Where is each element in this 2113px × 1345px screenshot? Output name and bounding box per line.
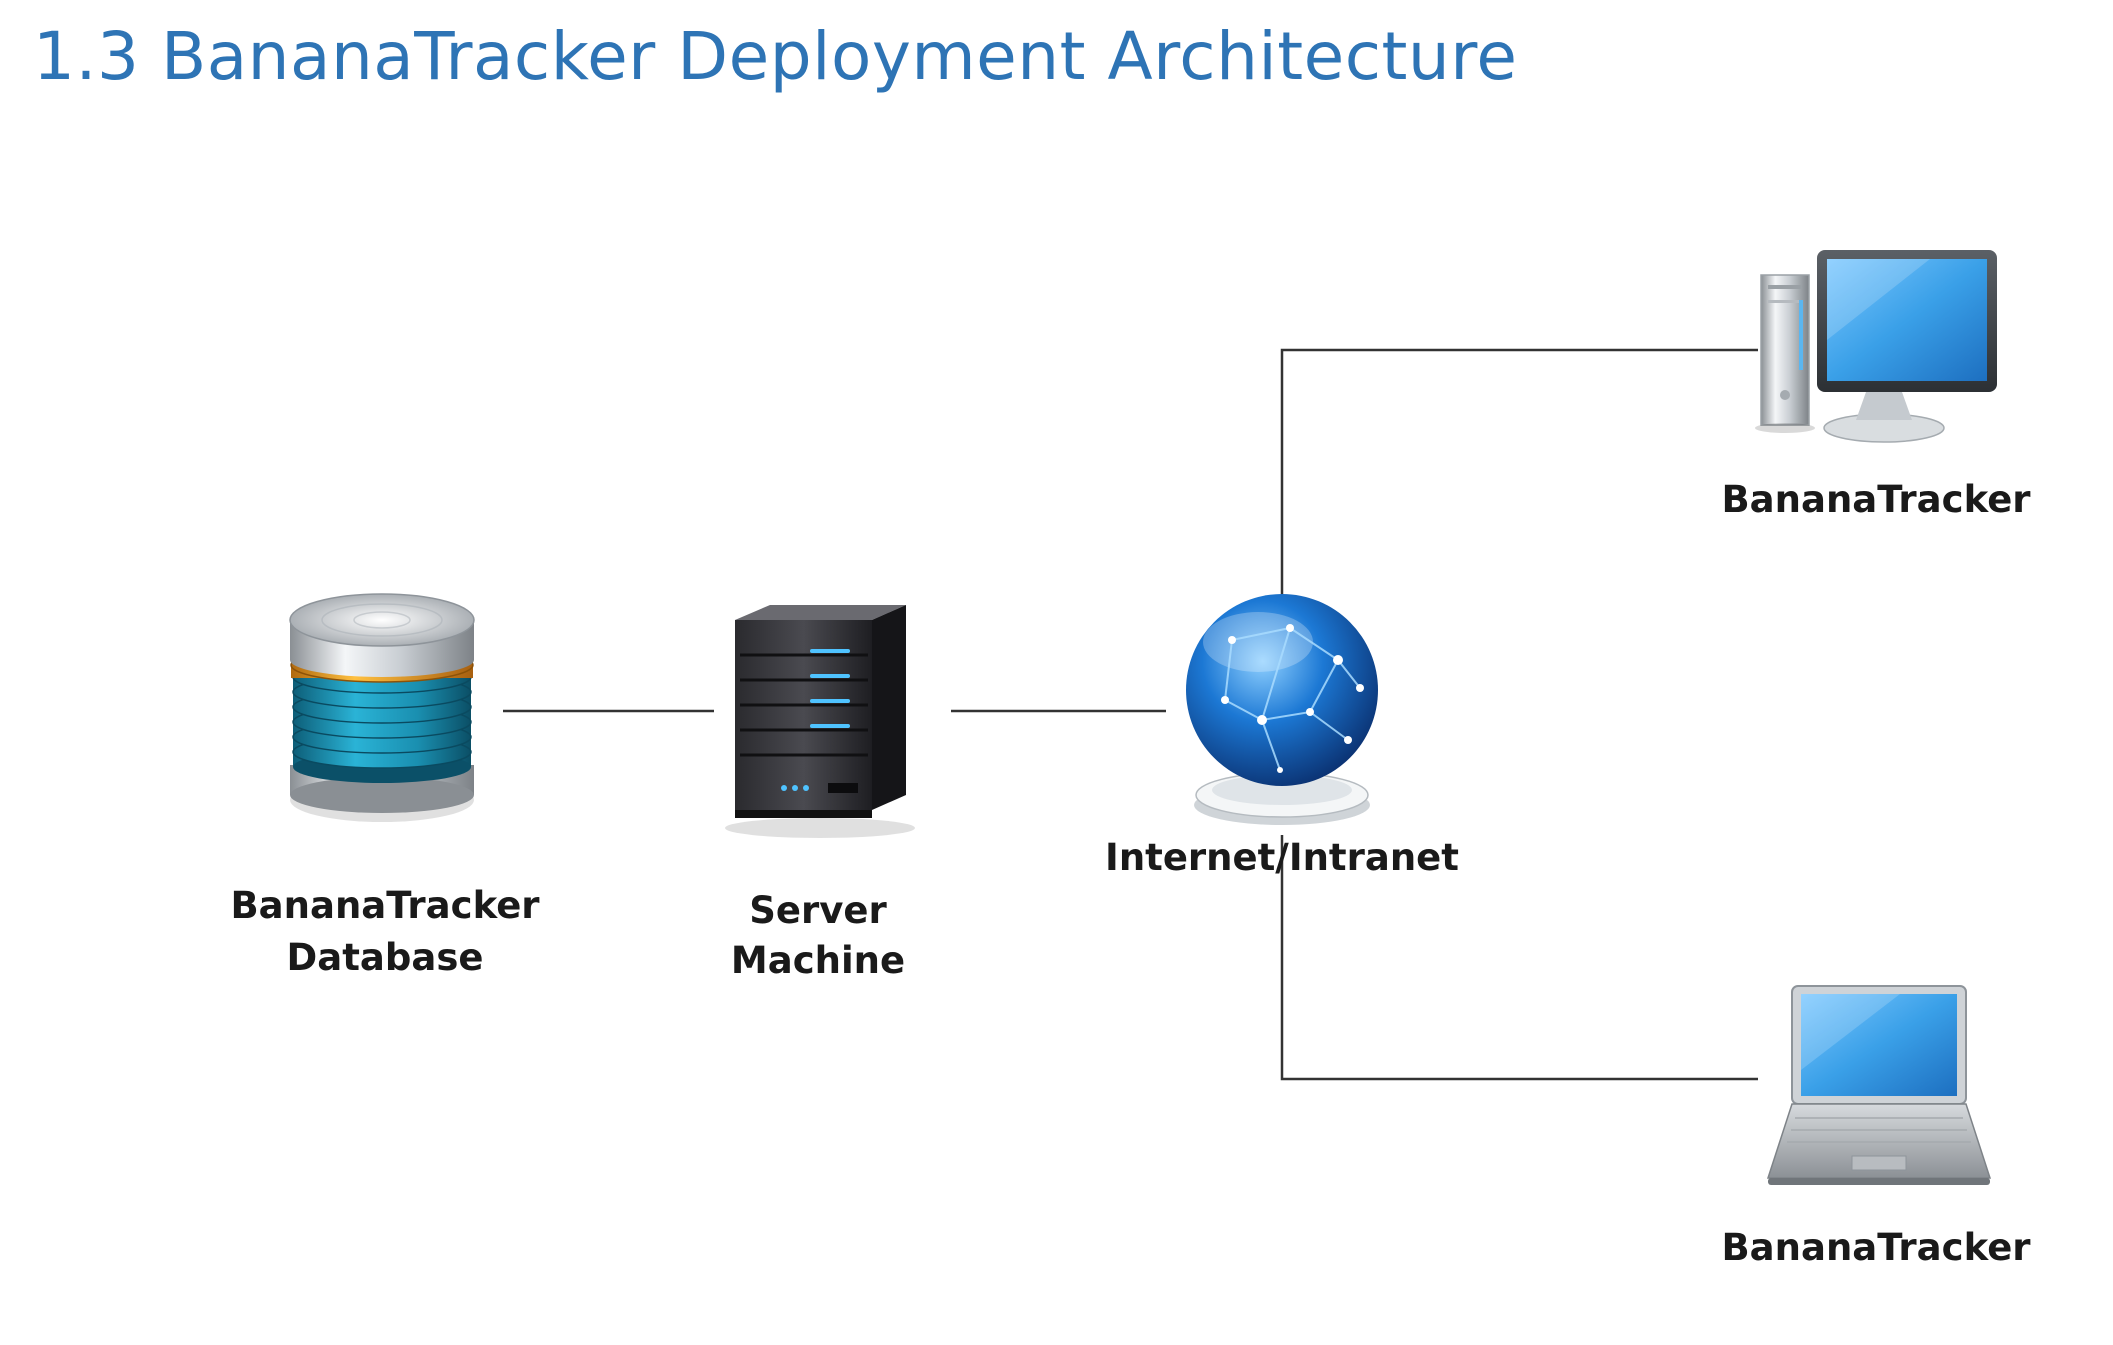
desktop-computer-icon	[1755, 250, 1997, 443]
database-label-line1: BananaTracker	[230, 884, 540, 927]
network-label: Internet/Intranet	[1105, 836, 1459, 879]
globe-icon	[1186, 594, 1378, 825]
server-icon	[725, 605, 915, 838]
server-label-line1: Server	[749, 889, 887, 932]
server-label-line2: Machine	[731, 939, 905, 982]
database-label-line2: Database	[287, 936, 484, 979]
connector-network-desktop	[1280, 348, 1758, 600]
database-icon	[289, 593, 475, 822]
connector-network-laptop	[1280, 835, 1758, 1081]
page-title: 1.3 BananaTracker Deployment Architectur…	[33, 18, 1518, 95]
laptop-icon	[1766, 985, 1992, 1185]
laptop-client-label: BananaTracker	[1721, 1226, 2031, 1269]
connector-lines	[503, 348, 1758, 1081]
desktop-client-label: BananaTracker	[1721, 478, 2031, 521]
